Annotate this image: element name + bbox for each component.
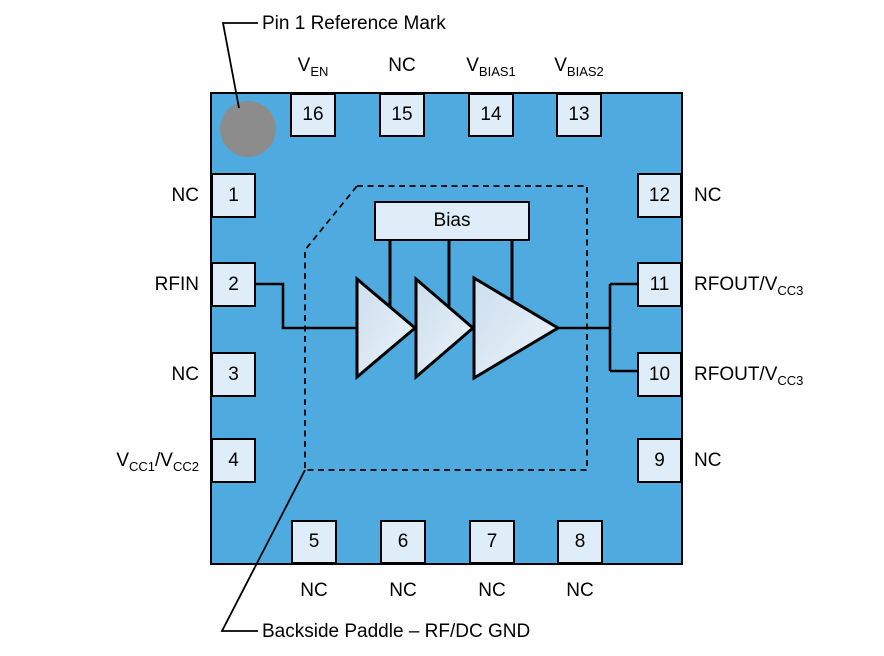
pin-11-label: RFOUT/VCC3 [694,274,804,298]
pin-3-number: 3 [228,363,239,385]
pin-6: 6 [380,520,426,564]
pin-5-number: 5 [308,531,320,552]
amplifier-stage-1 [355,275,418,381]
pin-3: 3 [211,352,256,397]
bias-block: Bias [374,201,530,241]
pin-10-label: RFOUT/VCC3 [694,364,804,388]
pin-13: 13 [556,93,602,137]
pin-15: 15 [379,93,425,137]
pin-1-label: NC [171,185,199,206]
pin-4-number: 4 [228,449,239,471]
rfin-trace [256,282,372,330]
pin-6-label: NC [389,580,417,601]
pin-12-label: NC [694,185,722,206]
pin-16-label: VEN [297,55,329,79]
pin-9-number: 9 [654,449,665,471]
pin-12-number: 12 [648,184,671,206]
amplifier-stage-3 [472,275,561,381]
pin-8-number: 8 [574,531,586,552]
pin-15-number: 15 [391,104,413,125]
pin-7-label: NC [478,580,506,601]
pin-12: 12 [637,173,682,218]
pin-11: 11 [637,262,682,307]
pin-7-number: 7 [486,531,498,552]
backside-paddle-annotation: Backside Paddle – RF/DC GND [262,621,531,642]
pin-5-label: NC [300,580,328,601]
pin-13-number: 13 [568,104,590,125]
pin-16: 16 [290,93,336,137]
pin-4: 4 [211,438,256,483]
amplifier-stage-2 [414,275,476,381]
bias-block-label: Bias [433,210,471,231]
pin-9-label: NC [694,450,722,471]
pin1-reference-mark [220,101,276,157]
pin-9: 9 [637,438,682,483]
backside-paddle-outline [304,185,588,471]
pin-8: 8 [557,520,603,564]
pin-15-label: NC [388,55,416,76]
pin-6-number: 6 [397,531,409,552]
pin-11-number: 11 [649,273,670,295]
pin-2-label: RFIN [154,274,199,295]
pin-1-number: 1 [228,184,239,206]
pin1-leader-line [221,22,258,109]
pin-2-number: 2 [228,273,239,295]
pin-8-label: NC [566,580,594,601]
pin-10-number: 10 [648,363,671,385]
pin-14-label: VBIAS1 [466,55,516,79]
pin-1: 1 [211,173,256,218]
pin1-reference-annotation: Pin 1 Reference Mark [262,13,446,34]
paddle-leader-line [220,469,306,632]
pin-10: 10 [637,352,682,397]
pin-14-number: 14 [480,104,502,125]
pin-5: 5 [291,520,337,564]
pin-7: 7 [469,520,515,564]
pin-13-label: VBIAS2 [554,55,604,79]
pin-2: 2 [211,262,256,307]
pin-16-number: 16 [302,104,324,125]
pin-14: 14 [468,93,514,137]
pin-4-label: VCC1/VCC2 [116,450,199,474]
pin-3-label: NC [171,364,199,385]
